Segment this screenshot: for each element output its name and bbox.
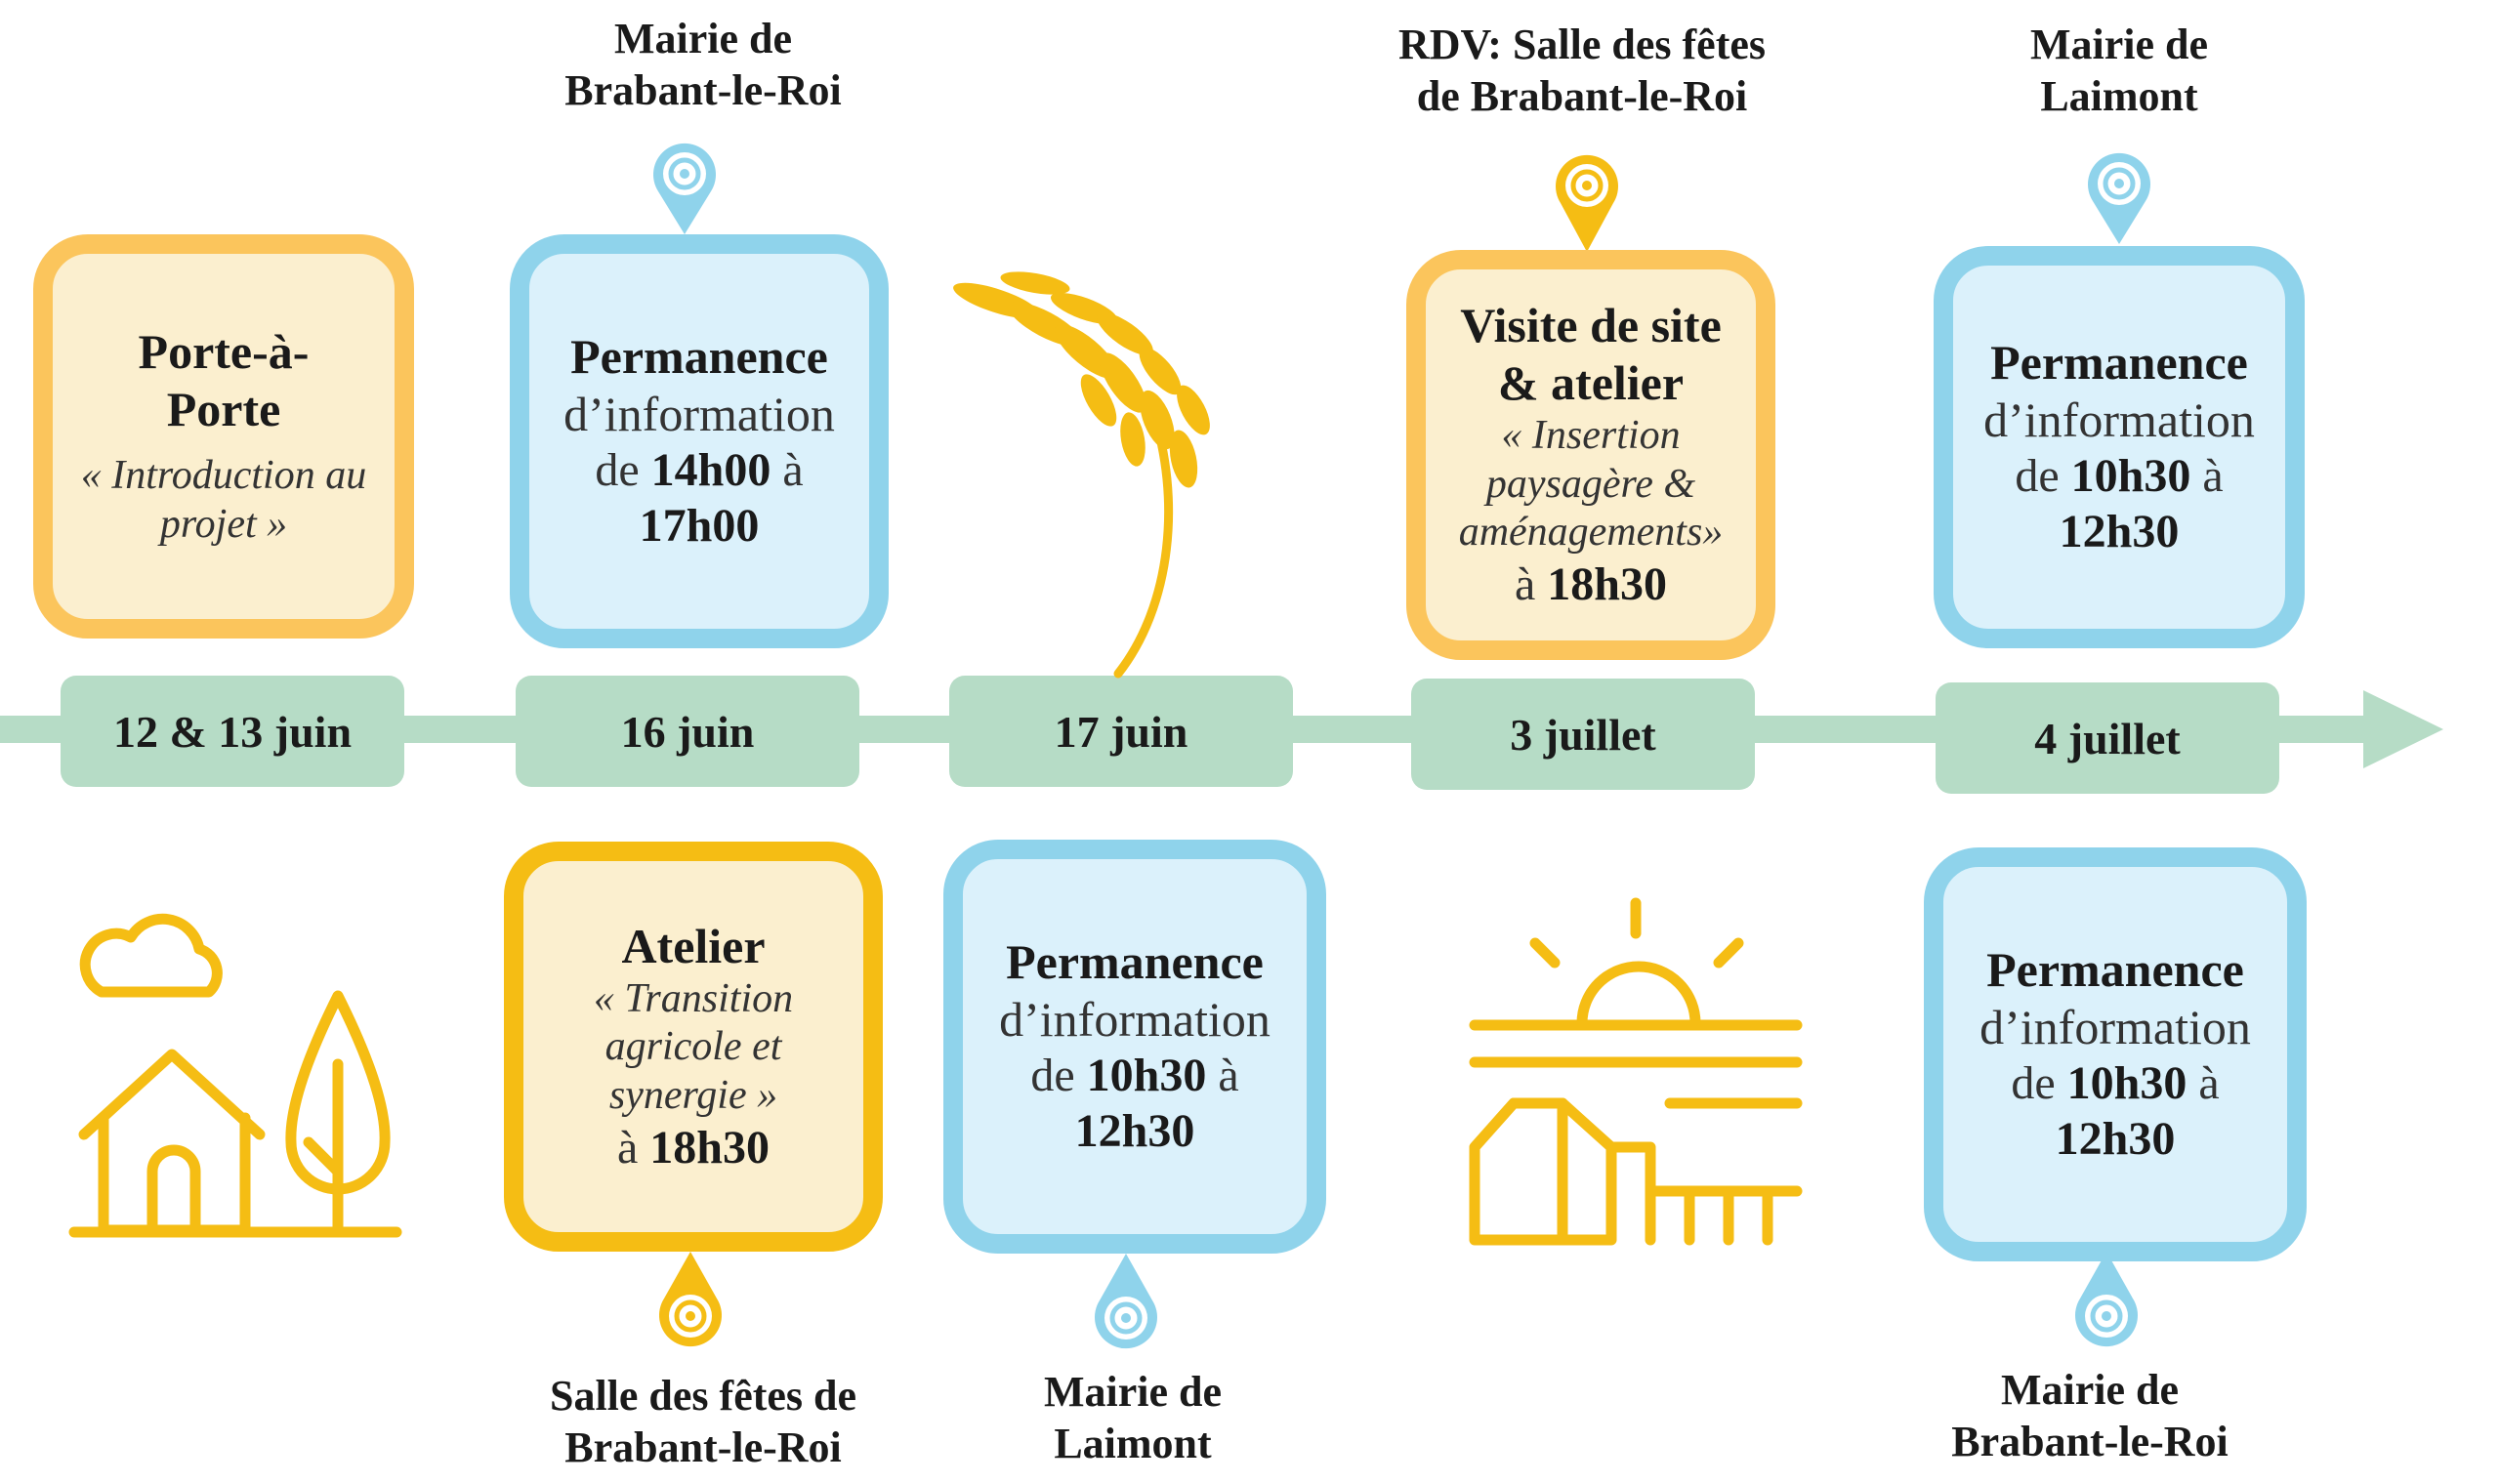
location-pin-icon [653, 143, 716, 234]
card-title: & atelier [1497, 355, 1685, 411]
event-card-permanence-17-juin: Permanence d’information de 10h30 à 12h3… [943, 840, 1326, 1254]
location-pin-icon [2088, 152, 2150, 244]
location-line: Mairie de [2000, 1366, 2180, 1414]
location-pin-icon [1095, 1254, 1157, 1349]
date-pill-4-juillet: 4 juillet [1936, 682, 2279, 794]
location-line: de Brabant-le-Roi [1416, 71, 1748, 120]
card-subtitle: synergie » [608, 1072, 778, 1118]
card-subtitle: d’information [999, 992, 1271, 1048]
location-label-rdv-salle: RDV: Salle des fêtes de Brabant-le-Roi [1377, 20, 1787, 123]
date-label: 3 juillet [1510, 709, 1656, 760]
event-card-porte-a-porte: Porte-à- Porte « Introduction au projet … [33, 234, 414, 639]
location-line: Mairie de [613, 15, 793, 62]
card-time: de 14h00 à [595, 444, 804, 497]
card-subtitle: paysagère & [1485, 461, 1696, 507]
event-card-permanence-4-juillet-bottom: Permanence d’information de 10h30 à 12h3… [1924, 847, 2307, 1261]
card-time-end: 12h30 [2055, 1113, 2176, 1165]
card-title: Atelier [621, 918, 766, 973]
date-pill-3-juillet: 3 juillet [1411, 679, 1755, 790]
event-card-visite-de-site: Visite de site & atelier « Insertion pay… [1406, 250, 1775, 660]
card-title: Permanence [1986, 942, 2244, 998]
event-card-permanence-16-juin: Permanence d’information de 14h00 à 17h0… [510, 234, 889, 648]
card-time: de 10h30 à [2011, 1057, 2220, 1110]
location-label-mairie-laimont: Mairie de Laimont [1973, 20, 2266, 123]
card-subtitle: « Introduction au projet » [80, 453, 367, 547]
location-label-mairie-laimont-bottom: Mairie de Laimont [986, 1367, 1279, 1470]
location-line: Laimont [2040, 71, 2198, 120]
card-title: Permanence [1006, 934, 1264, 990]
card-title: Porte-à- [138, 324, 310, 380]
card-subtitle: « Transition [593, 975, 794, 1021]
date-label: 12 & 13 juin [112, 706, 353, 757]
card-time-end: 17h00 [639, 500, 760, 552]
card-time: à 18h30 [1514, 558, 1667, 610]
date-label: 17 juin [1054, 706, 1188, 757]
location-line: Mairie de [1043, 1368, 1223, 1416]
date-label: 4 juillet [2034, 713, 2181, 763]
card-title: Permanence [1990, 335, 2248, 391]
card-subtitle: d’information [563, 387, 835, 442]
location-line: Mairie de [2029, 21, 2209, 68]
card-subtitle: aménagements» [1458, 510, 1724, 556]
date-pill-16-juin: 16 juin [516, 676, 859, 787]
location-label-mairie-brabant: Mairie de Brabant-le-Roi [508, 14, 898, 117]
house-tree-cloud-icon [68, 913, 402, 1238]
card-subtitle: agricole et [604, 1024, 782, 1070]
card-subtitle: « Insertion [1501, 413, 1681, 459]
card-time-end: 12h30 [2059, 506, 2180, 557]
card-subtitle: d’information [1983, 392, 2255, 448]
card-title: Permanence [570, 329, 828, 385]
card-time-end: 12h30 [1074, 1105, 1195, 1157]
event-card-permanence-4-juillet-top: Permanence d’information de 10h30 à 12h3… [1934, 246, 2305, 648]
card-title: Visite de site [1460, 298, 1722, 353]
location-line: RDV: Salle des fêtes [1398, 21, 1766, 68]
card-subtitle: d’information [1979, 1000, 2251, 1055]
location-pin-icon [659, 1252, 722, 1347]
location-line: Brabant-le-Roi [1951, 1417, 2229, 1465]
location-line: Salle des fêtes de [549, 1372, 857, 1420]
date-pill-17-juin: 17 juin [949, 676, 1293, 787]
location-label-mairie-brabant-bottom: Mairie de Brabant-le-Roi [1885, 1365, 2295, 1468]
wheat-icon [953, 271, 1210, 679]
date-pill-12-13-juin: 12 & 13 juin [61, 676, 404, 787]
location-line: Brabant-le-Roi [564, 1422, 842, 1471]
location-pin-icon [2075, 1252, 2138, 1347]
sunrise-farm-icon [1469, 897, 1803, 1246]
card-time: de 10h30 à [2015, 450, 2224, 503]
card-time: de 10h30 à [1030, 1050, 1239, 1102]
location-pin-icon [1556, 154, 1618, 252]
location-line: Laimont [1054, 1419, 1212, 1467]
card-title: Porte [166, 382, 281, 437]
timeline-arrow-head [2363, 690, 2443, 768]
location-label-salle-des-fetes: Salle des fêtes de Brabant-le-Roi [488, 1371, 918, 1474]
date-label: 16 juin [620, 706, 755, 757]
location-line: Brabant-le-Roi [564, 65, 842, 114]
event-card-atelier: Atelier « Transition agricole et synergi… [504, 842, 883, 1252]
card-time: à 18h30 [616, 1121, 770, 1174]
